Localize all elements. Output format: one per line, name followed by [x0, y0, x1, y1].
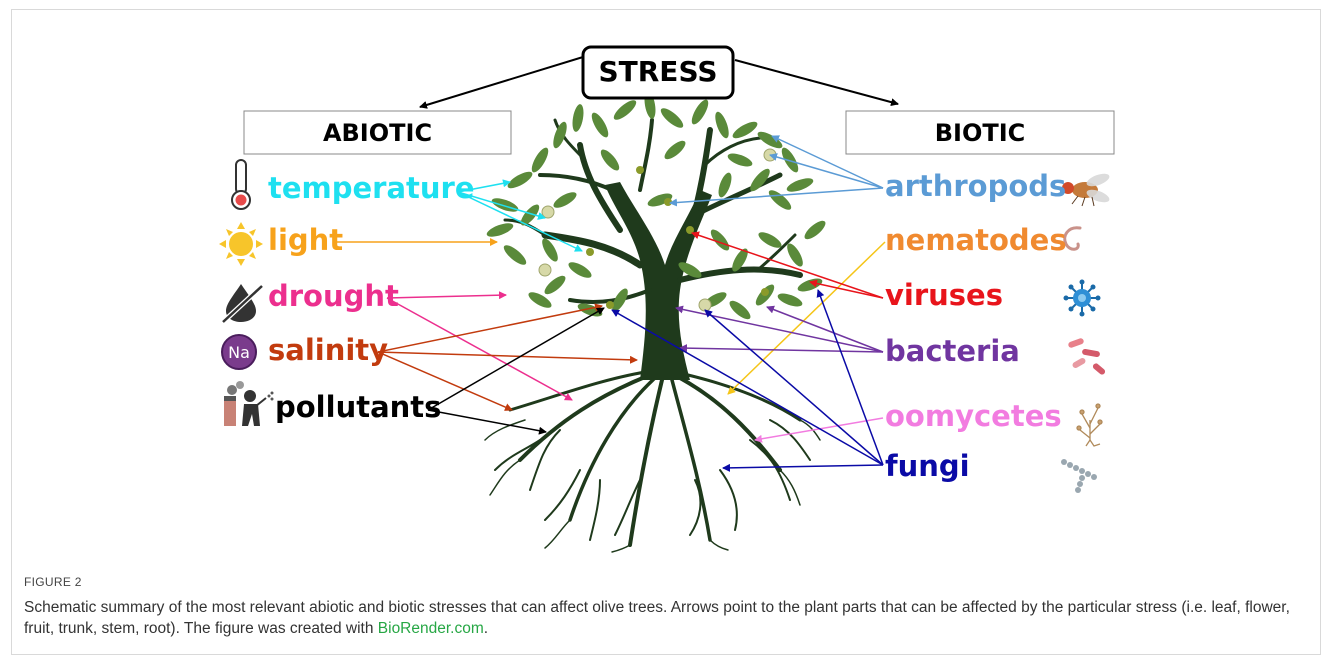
sodium-symbol-text: Na: [228, 343, 250, 362]
drought-arrows: [387, 295, 572, 400]
abiotic-label-light: light: [268, 226, 343, 255]
sodium-icon: Na: [222, 335, 256, 369]
biotic-label-oomycetes: oomycetes: [885, 402, 1062, 431]
thermometer-icon: [232, 160, 250, 209]
fly-icon: [1062, 171, 1111, 206]
biotic-label-fungi: fungi: [885, 452, 970, 481]
factory-sprayer-icon: [224, 381, 274, 426]
figure-caption: Schematic summary of the most relevant a…: [24, 597, 1314, 639]
biotic-header: BIOTIC: [846, 121, 1114, 145]
tree-roots: [485, 372, 820, 552]
bacteria-arrows: [676, 307, 883, 352]
biorender-link[interactable]: BioRender.com: [378, 620, 484, 637]
oomycete-icon: [1077, 404, 1102, 446]
caption-text: Schematic summary of the most relevant a…: [24, 599, 1290, 637]
no-water-icon: [223, 284, 262, 322]
nematodes-arrows: [728, 242, 885, 394]
sun-icon: [219, 222, 263, 266]
virus-icon: [1064, 280, 1101, 317]
abiotic-label-temperature: temperature: [268, 174, 475, 203]
biotic-label-arthropods: arthropods: [885, 172, 1066, 201]
biotic-label-bacteria: bacteria: [885, 337, 1020, 366]
abiotic-label-salinity: salinity: [268, 336, 388, 365]
abiotic-label-drought: drought: [268, 282, 399, 311]
biotic-label-viruses: viruses: [885, 281, 1003, 310]
abiotic-label-pollutants: pollutants: [275, 393, 441, 422]
abiotic-header: ABIOTIC: [244, 121, 511, 145]
stress-title: STRESS: [583, 58, 733, 86]
worm-icon: [1065, 228, 1080, 250]
fungal-hyphae-icon: [1061, 459, 1097, 493]
bacteria-icon: [1067, 337, 1106, 375]
caption-end: .: [484, 620, 488, 637]
olive-tree-illustration: [485, 90, 828, 552]
biotic-label-nematodes: nematodes: [885, 226, 1067, 255]
figure-label: FIGURE 2: [24, 575, 82, 589]
